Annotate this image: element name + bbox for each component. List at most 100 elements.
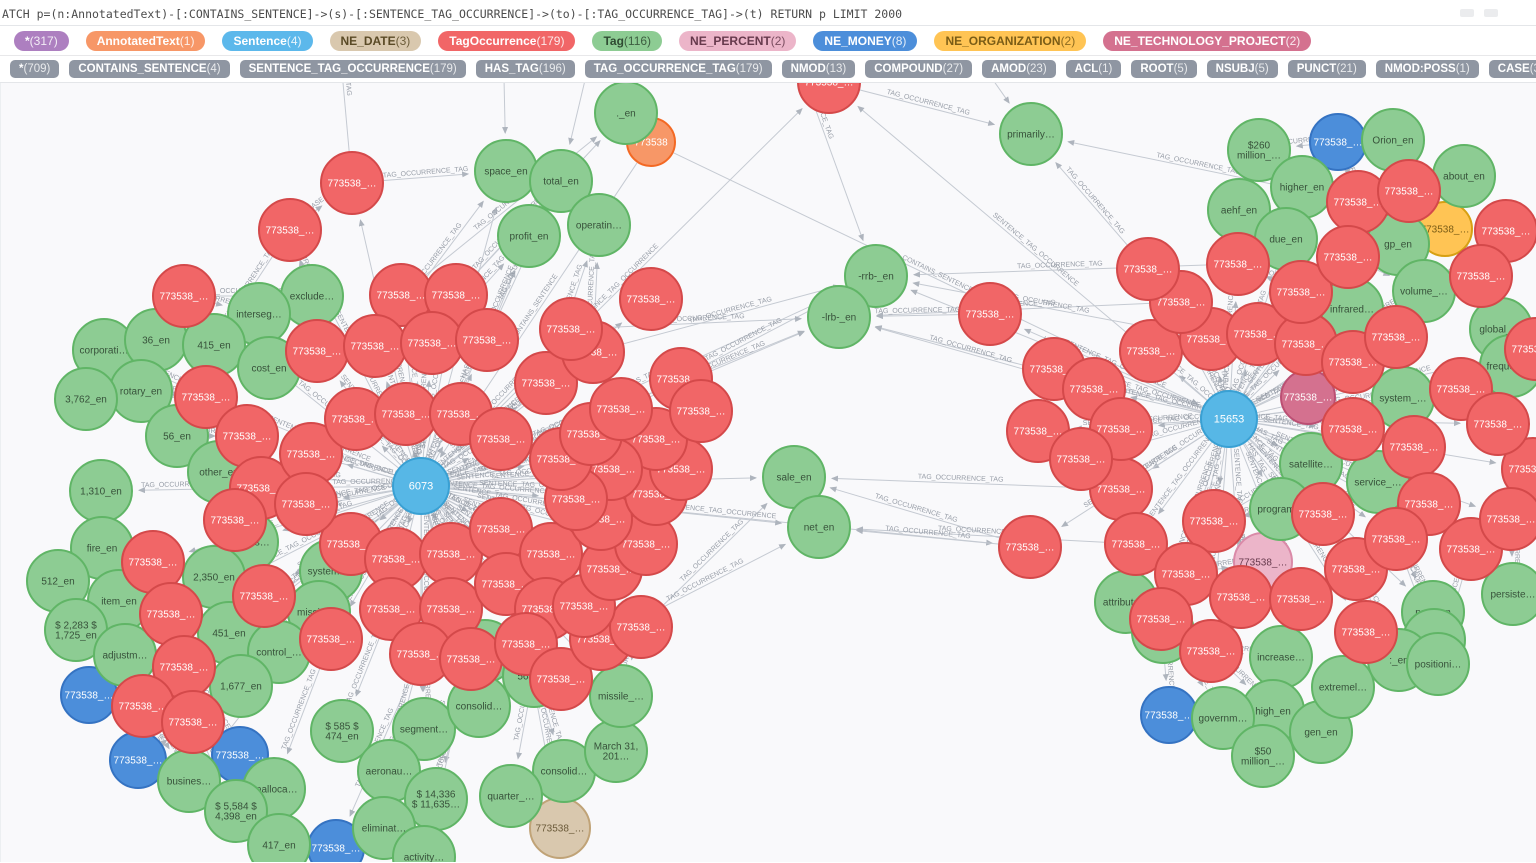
graph-edge[interactable] — [1233, 672, 1247, 686]
graph-node[interactable]: 773538_… — [203, 488, 267, 552]
graph-node[interactable]: 773538_… — [1291, 482, 1355, 546]
graph-node[interactable]: net_en — [787, 495, 851, 559]
graph-node[interactable]: 773538_… — [324, 387, 388, 451]
graph-node[interactable]: 773538_… — [1466, 392, 1530, 456]
graph-node[interactable]: 417_en — [247, 813, 311, 863]
node-label-pill-ne-technology-project[interactable]: NE_TECHNOLOGY_PROJECT(2) — [1103, 30, 1312, 51]
graph-edge[interactable] — [381, 445, 402, 466]
graph-edge[interactable] — [1055, 161, 1128, 246]
graph-node[interactable]: primarily… — [999, 102, 1063, 166]
graph-node[interactable]: 773538_… — [1049, 427, 1113, 491]
graph-node[interactable]: 773538_… — [374, 382, 438, 446]
graph-node[interactable]: 773538_… — [152, 264, 216, 328]
graph-node[interactable]: 773538_… — [285, 319, 349, 383]
graph-edge[interactable] — [383, 171, 470, 182]
graph-node[interactable]: 773538_… — [998, 515, 1062, 579]
graph-edge[interactable] — [829, 486, 1000, 539]
graph-node[interactable]: -rrb-_en — [844, 244, 908, 308]
graph-node[interactable]: 773538_… — [514, 351, 578, 415]
graph-edge[interactable] — [1410, 567, 1417, 579]
graph-edge[interactable] — [445, 457, 470, 472]
graph-node[interactable]: 773538_… — [359, 577, 423, 641]
graph-edge[interactable] — [355, 638, 380, 697]
graph-node[interactable]: sale_en — [762, 445, 826, 509]
graph-edge[interactable] — [498, 270, 516, 311]
graph-edge[interactable] — [855, 528, 999, 545]
graph-edge[interactable] — [1249, 369, 1280, 400]
rel-type-pill-contains-sentence[interactable]: CONTAINS_SENTENCE(4) — [69, 60, 230, 78]
graph-edge[interactable] — [1377, 269, 1391, 276]
graph-edge[interactable] — [875, 313, 959, 320]
graph-edge[interactable] — [1237, 369, 1247, 392]
graph-node[interactable]: 773538_… — [1504, 317, 1536, 381]
rel-type-pill-root[interactable]: ROOT(5) — [1131, 60, 1197, 78]
graph-node[interactable]: 773538_… — [469, 407, 533, 471]
graph-node[interactable]: operatin… — [567, 193, 631, 257]
rel-type-pill-amod[interactable]: AMOD(23) — [982, 60, 1056, 78]
node-label-pill-ne-percent[interactable]: NE_PERCENT(2) — [679, 30, 797, 51]
graph-edge[interactable] — [855, 526, 1105, 543]
query-editor[interactable]: ATCH p=(n:AnnotatedText)-[:CONTAINS_SENT… — [0, 0, 1536, 26]
node-label-pill-ne-money[interactable]: NE_MONEY(8) — [813, 30, 918, 51]
graph-edge[interactable] — [1158, 441, 1213, 515]
graph-node[interactable]: 773538_… — [343, 314, 407, 378]
graph-edge[interactable] — [859, 89, 996, 126]
graph-edge[interactable] — [1217, 565, 1229, 572]
graph-node[interactable]: 773538_… — [1377, 159, 1441, 223]
graph-node[interactable]: 773538_… — [455, 308, 519, 372]
graph-node[interactable]: 773538_… — [1316, 225, 1380, 289]
graph-node[interactable]: governm… — [1191, 686, 1255, 750]
graph-node[interactable]: 773538_… — [299, 607, 363, 671]
rel-type-pill-*[interactable]: *(709) — [10, 60, 60, 78]
graph-edge[interactable] — [623, 284, 841, 345]
graph-node[interactable]: 773538_… — [1179, 619, 1243, 683]
graph-edge[interactable] — [1295, 142, 1310, 149]
graph-node[interactable]: profit_en — [497, 204, 561, 268]
graph-node[interactable]: $ 585 $474_en — [310, 699, 374, 763]
node-label-pill-ne-date[interactable]: NE_DATE(3) — [329, 30, 422, 51]
cypher-query-text[interactable]: ATCH p=(n:AnnotatedText)-[:CONTAINS_SENT… — [2, 7, 903, 21]
node-label-pill-ne-organization[interactable]: NE_ORGANIZATION(2) — [934, 30, 1087, 51]
graph-edge[interactable] — [630, 652, 637, 661]
rel-type-pill-nsubj[interactable]: NSUBJ(5) — [1206, 60, 1278, 78]
graph-node[interactable]: 773538_… — [589, 377, 653, 441]
graph-node[interactable]: 773538_… — [1364, 305, 1428, 369]
graph-node[interactable]: Orion_en — [1361, 108, 1425, 172]
graph-node[interactable]: 773538_… — [1269, 567, 1333, 631]
graph-node[interactable]: persiste… — [1481, 562, 1536, 626]
play-icon[interactable] — [1484, 9, 1498, 17]
graph-edge[interactable] — [501, 0, 509, 135]
graph-node[interactable]: 773538_… — [424, 263, 488, 327]
node-label-pill-tag[interactable]: Tag(116) — [592, 30, 663, 51]
rel-type-pill-sentence-tag-occurrence[interactable]: SENTENCE_TAG_OCCURRENCE(179) — [239, 60, 466, 78]
graph-node[interactable]: 773538_… — [1104, 512, 1168, 576]
graph-node[interactable]: 773538_… — [439, 627, 503, 691]
graph-node[interactable]: about_en — [1432, 144, 1496, 208]
graph-node[interactable]: 3,762_en — [54, 367, 118, 431]
graph-node[interactable]: positioni… — [1406, 632, 1470, 696]
graph-node[interactable]: rotary_en — [109, 359, 173, 423]
graph-edge[interactable] — [286, 668, 321, 755]
graph-node[interactable]: 773538_… — [619, 267, 683, 331]
rel-type-pill-nmod[interactable]: NMOD(13) — [781, 60, 856, 78]
graph-node[interactable]: 773538_… — [1479, 487, 1536, 551]
graph-node-sentence-hub[interactable]: 6073 — [392, 457, 450, 515]
graph-node[interactable]: 773538_… — [1449, 244, 1513, 308]
graph-edge[interactable] — [1178, 375, 1208, 401]
graph-edge[interactable] — [1217, 447, 1226, 485]
graph-node[interactable]: 773538_… — [274, 472, 338, 536]
graph-node[interactable]: 773538_… — [1129, 587, 1193, 651]
graph-node[interactable]: 773538_… — [609, 595, 673, 659]
rel-type-pill-nmod-poss[interactable]: NMOD:POSS(1) — [1375, 60, 1479, 78]
graph-edge[interactable] — [412, 450, 418, 458]
graph-node[interactable]: $ 14,336$ 11,635… — [404, 767, 468, 831]
graph-edge[interactable] — [434, 446, 444, 461]
graph-node[interactable]: 773538_… — [1116, 237, 1180, 301]
graph-node[interactable]: quarter_… — [479, 764, 543, 828]
graph-node[interactable]: ._en — [594, 81, 658, 145]
graph-node[interactable]: 773538_… — [60, 666, 118, 724]
graph-node[interactable]: 512_en — [26, 549, 90, 613]
rel-type-pill-has-tag[interactable]: HAS_TAG(196) — [475, 60, 575, 78]
